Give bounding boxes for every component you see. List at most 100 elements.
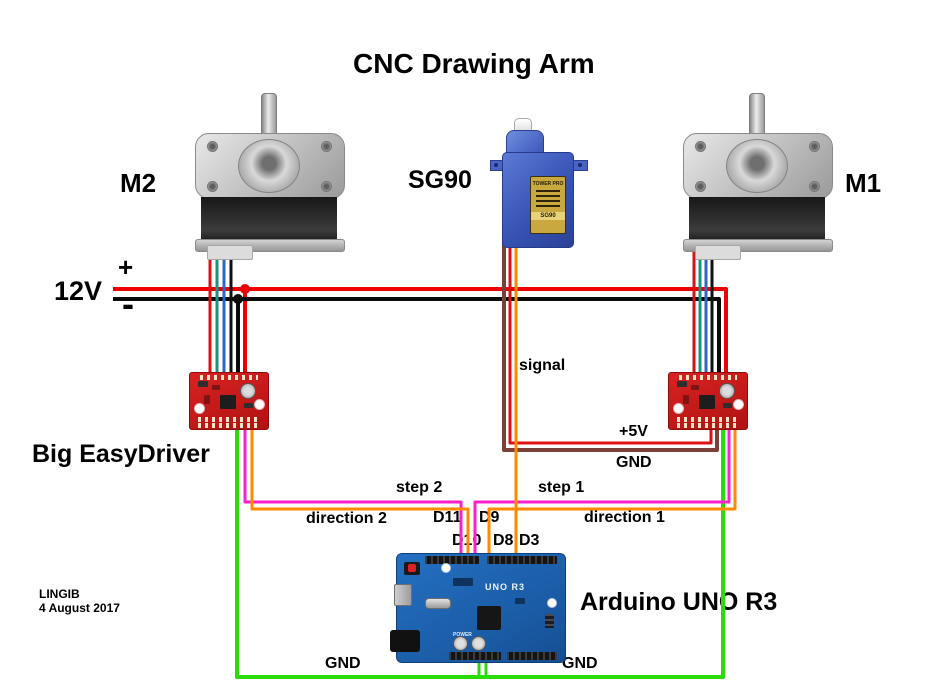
arduino-mount-hole xyxy=(547,598,557,608)
date-label: 4 August 2017 xyxy=(39,601,120,615)
servo-sg90-label: SG90 xyxy=(408,166,472,194)
plus5v-wire-label: +5V xyxy=(619,423,648,440)
driver-pin-pads xyxy=(200,375,258,380)
servo-mount-hole xyxy=(494,163,498,167)
driver-component xyxy=(683,395,689,404)
gnd-right-label: GND xyxy=(562,655,598,672)
junction-12v-negative-tap xyxy=(233,294,243,304)
bigeasydriver-left xyxy=(189,372,269,430)
driver-mount-hole xyxy=(254,399,265,410)
motor-screw xyxy=(321,141,332,152)
wire-step-2 xyxy=(243,422,463,560)
sg90-servo: TOWER PRO SG90 xyxy=(490,114,588,248)
motor-screw xyxy=(207,181,218,192)
servo-model-text: SG90 xyxy=(531,212,565,220)
arduino-usb-port xyxy=(394,584,412,606)
power-12v-label: 12V xyxy=(54,276,103,306)
pin-d8-label: D8 xyxy=(493,532,514,549)
pin-d3-label: D3 xyxy=(519,532,540,549)
arduino-label: Arduino UNO R3 xyxy=(580,588,778,616)
motor-screw xyxy=(695,141,706,152)
stepper-motor-m1 xyxy=(683,93,833,260)
driver-pin-pads xyxy=(198,417,260,422)
motor-hub xyxy=(238,139,300,193)
motor-body xyxy=(201,197,337,239)
driver-mount-hole xyxy=(733,399,744,410)
driver-component xyxy=(198,381,208,387)
power-minus-label: - xyxy=(122,283,134,324)
arduino-uno-board: UNO R3 POWER xyxy=(390,553,566,663)
motor-m1-label: M1 xyxy=(845,168,882,198)
arduino-icsp-header xyxy=(545,614,554,628)
arduino-digital-header xyxy=(487,556,557,564)
driver-component xyxy=(691,385,699,390)
stepper-motor-m2 xyxy=(195,93,345,260)
wire-servo-5v xyxy=(508,220,713,445)
driver-chip xyxy=(699,395,715,409)
power-plus-label: + xyxy=(118,252,134,282)
arduino-power-header xyxy=(449,652,501,660)
arduino-capacitor xyxy=(453,636,468,651)
motor-connector xyxy=(207,245,253,260)
wire-step-1 xyxy=(473,422,731,560)
driver-mount-hole xyxy=(673,403,684,414)
arduino-crystal xyxy=(425,598,451,609)
servo-mount-hole xyxy=(578,163,582,167)
direction1-wire-label: direction 1 xyxy=(584,509,665,526)
driver-gnd-wire-label: GND xyxy=(616,454,652,471)
driver-capacitor xyxy=(240,383,256,399)
arduino-power-text: POWER xyxy=(453,632,472,638)
motor-body xyxy=(689,197,825,239)
motor-m2-label: M2 xyxy=(120,168,157,198)
driver-mount-hole xyxy=(194,403,205,414)
driver-component xyxy=(723,403,732,408)
driver-capacitor xyxy=(719,383,735,399)
servo-brand-sticker: TOWER PRO SG90 xyxy=(530,176,566,234)
servo-sticker-lines xyxy=(536,190,560,208)
driver-component xyxy=(677,381,687,387)
driver-pin-pads xyxy=(198,423,260,428)
arduino-reset-button xyxy=(404,562,420,575)
wire-12v-negative xyxy=(113,297,721,380)
motor-screw xyxy=(695,181,706,192)
wire-direction-1 xyxy=(487,422,737,560)
diagram-title: CNC Drawing Arm xyxy=(353,48,595,79)
driver-left-label: Big EasyDriver xyxy=(32,440,210,468)
driver-pin-pads xyxy=(677,417,739,422)
driver-chip xyxy=(220,395,236,409)
arduino-digital-header xyxy=(425,556,479,564)
wire-12v-positive xyxy=(113,287,728,380)
driver-pin-pads xyxy=(679,375,737,380)
author-label: LINGIB xyxy=(39,587,80,601)
step1-wire-label: step 1 xyxy=(538,479,585,496)
driver-component xyxy=(212,385,220,390)
driver-pin-pads xyxy=(677,423,739,428)
arduino-power-jack xyxy=(390,630,420,652)
pin-d11-label: D11 xyxy=(433,509,462,526)
arduino-mount-hole xyxy=(441,563,451,573)
servo-gear-housing xyxy=(506,130,544,156)
servo-brand-text: TOWER PRO xyxy=(532,181,564,187)
wire-direction-2 xyxy=(250,422,470,560)
signal-wire-label: signal xyxy=(519,357,566,374)
step2-wire-label: step 2 xyxy=(396,479,443,496)
arduino-board-text: UNO R3 xyxy=(485,582,526,592)
motor-screw xyxy=(809,141,820,152)
motor-connector xyxy=(695,245,741,260)
wire-servo-gnd xyxy=(502,220,719,452)
arduino-analog-header xyxy=(507,652,557,660)
arduino-component xyxy=(515,598,525,604)
motor-hub xyxy=(726,139,788,193)
driver-component xyxy=(244,403,253,408)
motor-screw xyxy=(809,181,820,192)
driver-component xyxy=(204,395,210,404)
motor-screw xyxy=(321,181,332,192)
junction-12v-positive-tap xyxy=(240,284,250,294)
arduino-mcu-chip xyxy=(477,606,501,630)
gnd-left-label: GND xyxy=(325,655,361,672)
arduino-component xyxy=(453,578,473,586)
motor-screw xyxy=(207,141,218,152)
direction2-wire-label: direction 2 xyxy=(306,510,387,527)
